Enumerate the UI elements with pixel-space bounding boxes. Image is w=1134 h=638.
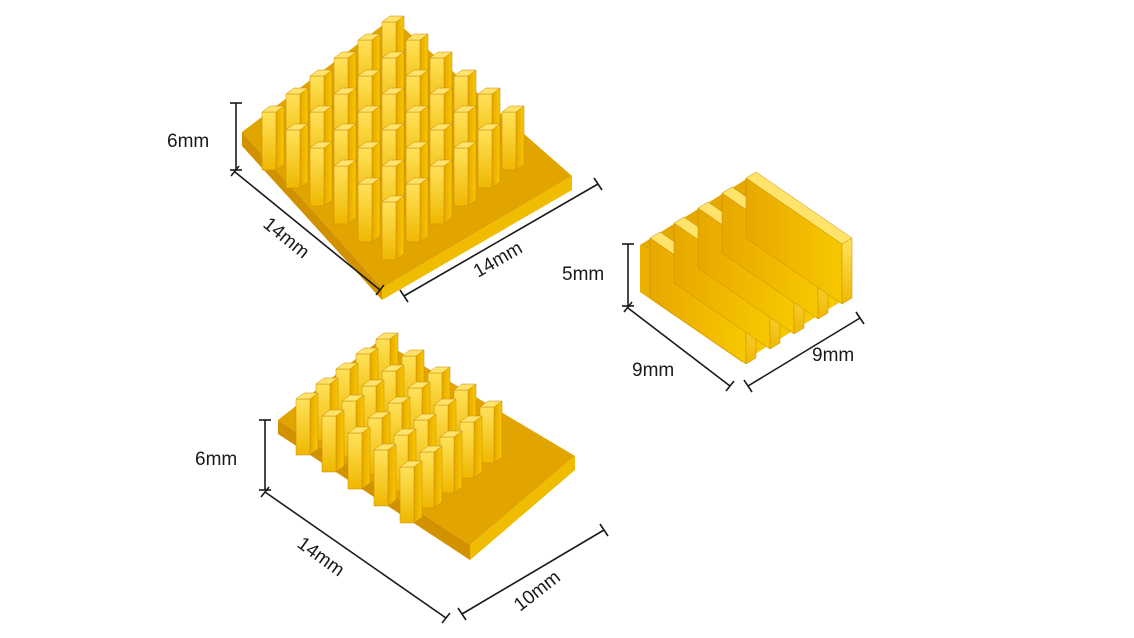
heatsink-pin <box>479 400 503 464</box>
heatsink-pin <box>347 426 371 490</box>
heatsink-pin <box>419 445 443 509</box>
hs3-height-label: 6mm <box>195 449 237 470</box>
heatsink-large-pin <box>242 15 572 300</box>
heatsink-small-fin <box>640 171 853 365</box>
heatsink-pin <box>373 443 397 507</box>
heatsink-pin <box>477 123 501 189</box>
heatsink-fin <box>745 171 853 305</box>
heatsink-pin <box>333 159 357 225</box>
heatsink-fins <box>649 171 853 365</box>
heatsink-pin <box>399 460 423 524</box>
heatsink-pin <box>453 141 477 207</box>
heatsink-pin <box>381 195 405 261</box>
hs2-depth-label: 9mm <box>632 360 674 381</box>
hs1-height-label: 6mm <box>167 131 209 152</box>
heatsink-pin <box>261 105 285 171</box>
hs2-width-label: 9mm <box>812 345 854 366</box>
dimension-lines <box>230 102 865 624</box>
heatsink-pin <box>357 177 381 243</box>
heatsink-pin <box>459 415 483 479</box>
heatsink-pin <box>309 141 333 207</box>
heatsink-medium-pin <box>278 332 575 560</box>
heatsink-pins <box>261 15 525 261</box>
hs3-depth-label: 14mm <box>293 533 348 581</box>
hs1-width-label: 14mm <box>470 238 526 283</box>
heatsink-pin <box>285 123 309 189</box>
heatsink-pins <box>295 332 503 524</box>
heatsink-pin <box>439 430 463 494</box>
hs3-width-label: 10mm <box>510 567 565 616</box>
heatsink-pin <box>429 159 453 225</box>
heatsink-pin <box>295 392 319 456</box>
hs2-height-label: 5mm <box>562 264 604 285</box>
heatsink-pin <box>321 409 345 473</box>
hs1-depth-label: 14mm <box>259 214 313 264</box>
heatsink-pin <box>405 177 429 243</box>
heatsink-pin <box>501 105 525 171</box>
